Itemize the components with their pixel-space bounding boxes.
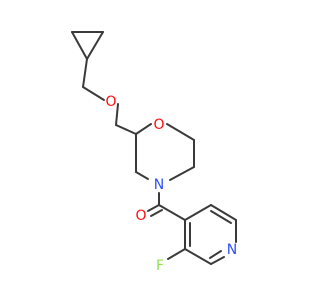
bond bbox=[115, 124, 137, 135]
bond bbox=[169, 166, 195, 181]
bond bbox=[82, 58, 88, 88]
bond bbox=[167, 248, 186, 260]
bond-layer bbox=[71, 31, 237, 265]
ring-oxygen-label: O bbox=[153, 117, 164, 133]
bond bbox=[135, 171, 149, 180]
bond bbox=[184, 204, 212, 221]
bond bbox=[210, 204, 237, 221]
structure-canvas: O O N O N F bbox=[71, 31, 238, 274]
bond bbox=[150, 209, 163, 217]
bond bbox=[86, 31, 104, 60]
bond bbox=[210, 256, 225, 265]
bond bbox=[135, 123, 152, 135]
bond bbox=[71, 31, 88, 60]
bond bbox=[82, 86, 105, 101]
fluorine-label: F bbox=[156, 258, 164, 274]
carbonyl-oxygen-label: O bbox=[135, 208, 146, 224]
bond bbox=[210, 210, 232, 224]
bond bbox=[147, 204, 160, 212]
bond bbox=[184, 248, 212, 265]
bond bbox=[158, 204, 186, 221]
bond bbox=[166, 123, 195, 141]
ring-nitrogen-label: N bbox=[154, 177, 164, 193]
bond bbox=[209, 250, 222, 259]
pyridine-nitrogen-label: N bbox=[227, 242, 237, 258]
ether-oxygen-label: O bbox=[105, 94, 116, 110]
bond bbox=[115, 103, 119, 126]
molecule-diagram: O O N O N F bbox=[71, 31, 237, 274]
atom-label-layer: O O N O N F bbox=[105, 94, 237, 274]
